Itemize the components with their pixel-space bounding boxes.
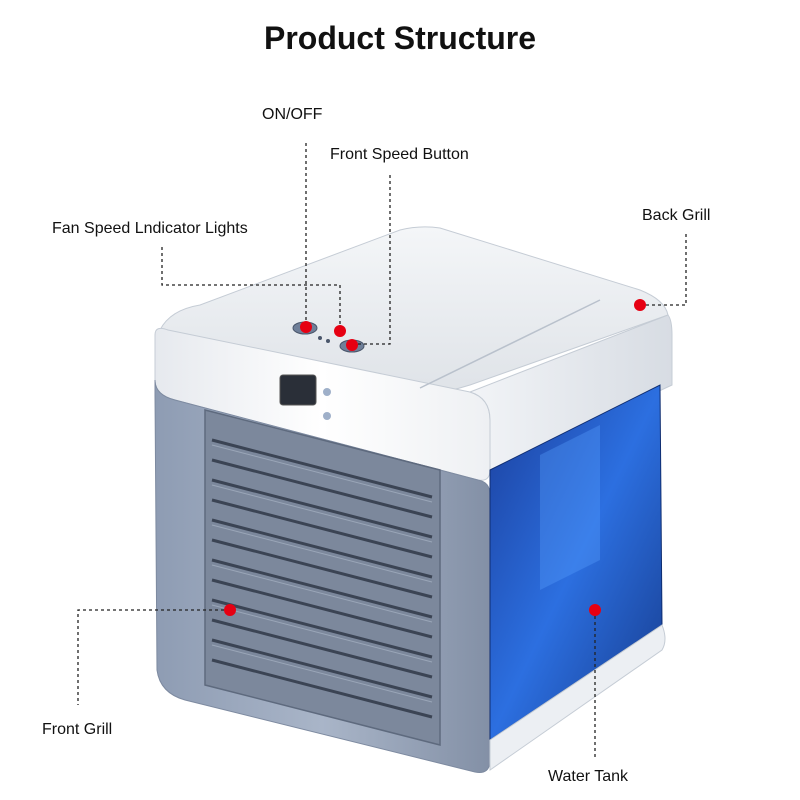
label-front-speed-button: Front Speed Button	[330, 146, 469, 163]
marker-dots	[224, 299, 646, 616]
label-on-off: ON/OFF	[262, 106, 323, 123]
label-fan-speed-indicator: Fan Speed Lndicator Lights	[52, 220, 248, 237]
leader-indicator	[161, 245, 341, 330]
label-back-grill: Back Grill	[642, 207, 711, 224]
marker-back-grill	[634, 299, 646, 311]
label-water-tank: Water Tank	[548, 768, 629, 785]
lcd-display	[279, 374, 317, 406]
side-upper-band	[468, 314, 673, 471]
marker-front-grill	[224, 604, 236, 616]
marker-on-off	[300, 321, 312, 333]
label-front-grill: Front Grill	[42, 721, 113, 738]
diagram-title: Product Structure	[263, 20, 537, 56]
leader-speed-button	[352, 172, 391, 345]
marker-water-tank	[589, 604, 601, 616]
marker-speed-button	[346, 339, 358, 351]
grill-louvers	[211, 438, 433, 719]
marker-indicator	[334, 325, 346, 337]
leader-front-grill	[77, 609, 230, 705]
